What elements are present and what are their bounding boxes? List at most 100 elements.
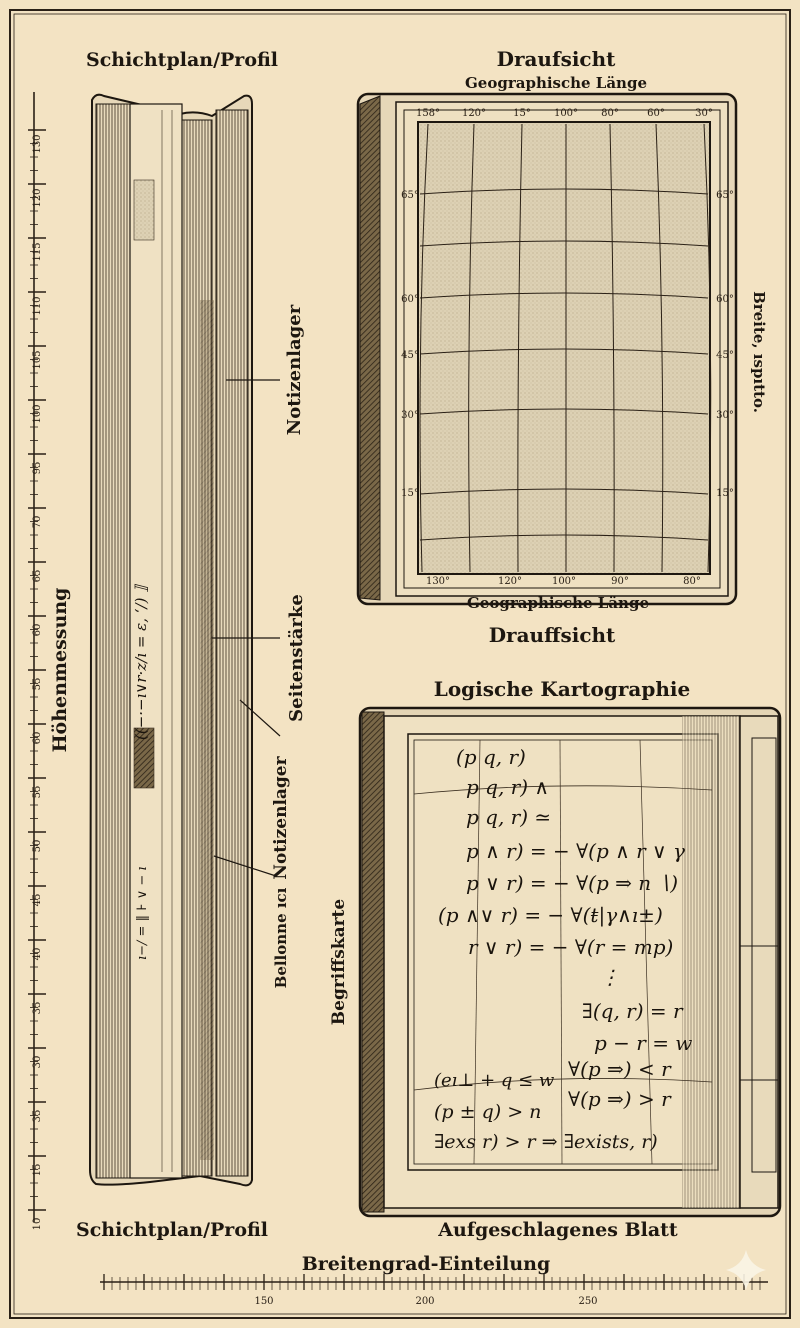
- profile-title-top: Schichtplan/Profil: [86, 49, 278, 71]
- formula-line: p − r = w: [594, 1031, 692, 1055]
- outer-border: [9, 9, 791, 1319]
- map-lon-bottom: 90°: [611, 576, 629, 587]
- map-meridian: [655, 123, 664, 573]
- map-lon-top: 80°: [601, 108, 619, 119]
- map-lon-bottom: 80°: [683, 576, 701, 587]
- map-lat-right: 30°: [716, 410, 734, 421]
- left-scale-label: 35: [32, 1002, 43, 1015]
- map-lon-bottom: 100°: [552, 576, 576, 587]
- formula-line: ⋮: [600, 965, 620, 989]
- formula-line: ∃(q, r) = r: [582, 999, 684, 1023]
- left-scale-label: 50: [32, 840, 43, 853]
- topview-title-bottom: Drauffsicht: [489, 623, 616, 647]
- latitude-label: Breite, ıspıtto.: [750, 291, 768, 413]
- open-sheet-label: Aufgeschlagenes Blatt: [437, 1219, 678, 1241]
- bottom-scale-label: 150: [254, 1296, 273, 1307]
- map-lat-right: 65°: [716, 190, 734, 201]
- top-view-map-frame: [356, 92, 738, 606]
- formula-line: p ∧ r) = − ∀(p ∧ r ∨ γ: [466, 839, 685, 863]
- formula-line: (eı⊥ + q ≤ w: [434, 1070, 555, 1091]
- leader-line: [213, 855, 277, 877]
- formula-line: p ∨ r) = − ∀(p ⇒ n ∖): [466, 871, 678, 895]
- left-scale-label: 55: [32, 678, 43, 691]
- geo-longitude-bottom: Geographische Länge: [467, 594, 649, 612]
- map-lon-top: 15°: [513, 108, 531, 119]
- geo-longitude-top: Geographische Länge: [465, 74, 647, 92]
- left-scale-label: 55: [32, 786, 43, 799]
- map-parallel: [419, 292, 709, 299]
- formula-line: ∀(p ⇒) > r: [568, 1087, 672, 1111]
- left-scale-label: 110: [32, 296, 43, 315]
- notes-label-top: Notizenlager: [284, 304, 305, 435]
- map-lon-top: 60°: [647, 108, 665, 119]
- left-scale-label: 100: [32, 404, 43, 423]
- map-lon-top: 120°: [462, 108, 486, 119]
- left-scale-label: 60: [32, 732, 43, 745]
- left-scale-label: 130: [32, 134, 43, 153]
- inner-border: [13, 13, 787, 1315]
- formula-line: ∀(p ⇒) < r: [568, 1057, 672, 1081]
- map-meridian: [468, 123, 475, 573]
- profile-title-bottom: Schichtplan/Profil: [76, 1219, 268, 1241]
- map-graticule: [419, 123, 712, 573]
- left-scale-label: 95: [32, 462, 43, 475]
- left-scale-label: 65: [32, 570, 43, 583]
- left-height-scale: 1301201151101051009570656055605550454035…: [28, 92, 46, 1230]
- bottom-width-scale: 150 200 250: [100, 1274, 768, 1307]
- left-scale-label: 10: [32, 1218, 43, 1231]
- left-scale-label: 115: [32, 242, 43, 261]
- map-lat-right: 45°: [716, 350, 734, 361]
- formula-line: p q, r) ∧: [466, 775, 549, 799]
- book-profile-illustration: ((−·−ı∨r·z∕ı = ε, ‘∕) ⟧ ı−∕ = ‖ ⊦ ∨ − ı: [88, 93, 253, 1187]
- spine-formula-text: ((−·−ı∨r·z∕ı = ε, ‘∕) ⟧: [132, 584, 150, 740]
- map-lat-left: 30°: [401, 410, 419, 421]
- formula-line: (p q, r): [456, 745, 526, 769]
- spine-formula-text-lower: ı−∕ = ‖ ⊦ ∨ − ı: [135, 866, 150, 960]
- width-axis-label: Breitengrad-Einteilung: [302, 1253, 551, 1275]
- bottom-scale-label: 200: [415, 1296, 434, 1307]
- bottom-scale-label: 250: [578, 1296, 597, 1307]
- map-lat-left: 60°: [401, 294, 419, 305]
- map-lat-left: 15°: [401, 488, 419, 499]
- map-lon-bottom: 130°: [426, 576, 450, 587]
- formula-line: p q, r) ≃: [466, 805, 551, 829]
- map-parallel: [419, 534, 709, 541]
- left-scale-label: 40: [32, 948, 43, 961]
- page-thickness-label: Seitenstärke: [286, 594, 307, 722]
- left-annotation: Bellonne ıcı: [272, 887, 290, 988]
- leader-line: [239, 699, 281, 737]
- left-scale-label: 45: [32, 894, 43, 907]
- left-scale-label: 35: [32, 1110, 43, 1123]
- formula-line: (p ∧∨ r) = − ∀(ŧ|γ∧ı±): [438, 903, 663, 928]
- map-meridian: [703, 123, 712, 573]
- map-parallel: [419, 348, 709, 355]
- notes-label-bottom: Notizenlager: [271, 755, 291, 879]
- sparkle-icon: [726, 1250, 766, 1290]
- map-lon-top: 100°: [554, 108, 578, 119]
- left-scale-label: 120: [32, 188, 43, 207]
- map-lon-top: 158°: [416, 108, 440, 119]
- map-parallel: [419, 488, 709, 495]
- formula-line: r ∨ r) = − ∀(r = mp): [468, 935, 673, 959]
- map-meridian: [517, 123, 523, 573]
- left-scale-label: 15: [32, 1164, 43, 1177]
- left-scale-label: 30: [32, 1056, 43, 1069]
- topview-title: Draufsicht: [497, 47, 617, 71]
- map-lon-top: 30°: [695, 108, 713, 119]
- map-meridian: [609, 123, 615, 573]
- logic-title: Logische Kartographie: [434, 677, 690, 701]
- map-parallel: [419, 408, 709, 415]
- left-scale-label: 60: [32, 624, 43, 637]
- map-lat-right: 60°: [716, 294, 734, 305]
- map-lat-left: 65°: [401, 190, 419, 201]
- map-meridian: [419, 123, 429, 573]
- height-axis-label: Höhenmessung: [49, 588, 71, 753]
- concept-map-label: Begriffskarte: [329, 899, 349, 1026]
- open-book-illustration: [358, 706, 782, 1218]
- map-parallel: [419, 240, 709, 247]
- formula-line: (p ± q) > n: [434, 1101, 541, 1123]
- map-lat-right: 15°: [716, 488, 734, 499]
- formula-line: ∃exs r) > r ⇒ ∃exists, r): [434, 1131, 658, 1153]
- map-lon-bottom: 120°: [498, 576, 522, 587]
